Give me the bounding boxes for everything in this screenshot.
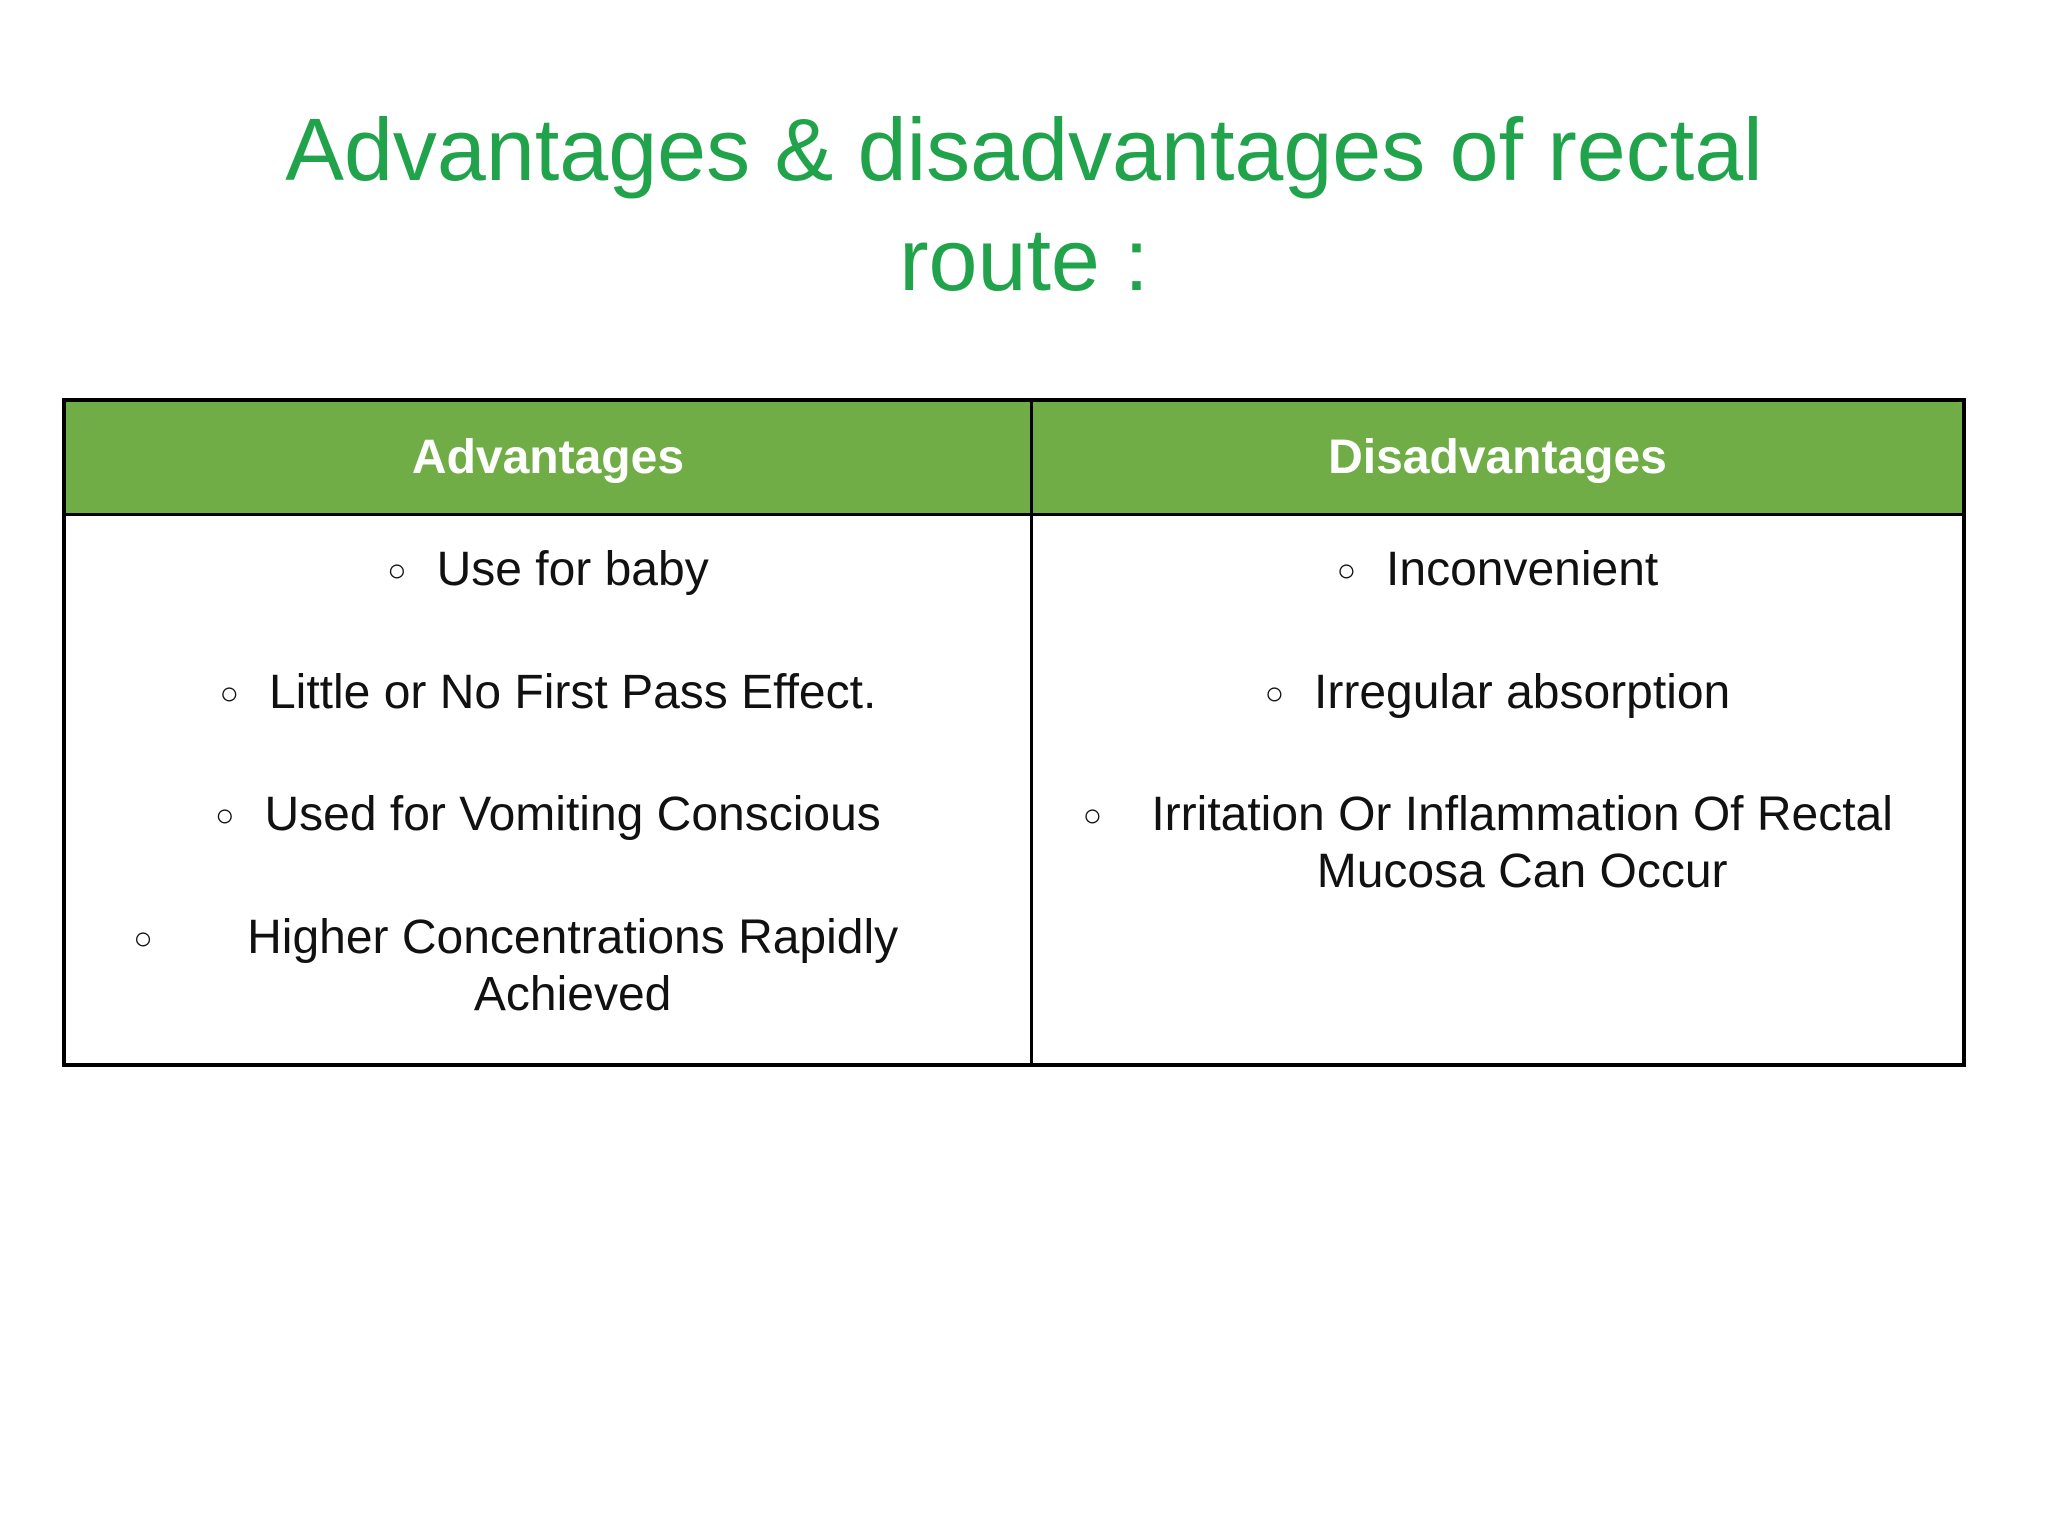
circle-bullet-icon: ○	[133, 919, 153, 956]
disadvantages-column-header: Disadvantages	[1032, 402, 1962, 516]
list-item: ○ Irritation Or Inflammation Of Rectal M…	[1041, 787, 1954, 900]
list-item: ○ Irregular absorption	[1041, 665, 1954, 722]
list-item-text: Inconvenient	[1386, 543, 1659, 596]
list-item-text: Irritation Or Inflammation Of Rectal Muc…	[1151, 788, 1893, 898]
circle-bullet-icon: ○	[1336, 552, 1357, 588]
circle-bullet-icon: ○	[1264, 674, 1285, 711]
list-item: ○ Used for Vomiting Conscious	[74, 787, 1022, 844]
table-header-row: Advantages Disadvantages	[66, 402, 1962, 516]
advantages-disadvantages-table: Advantages Disadvantages ○ Use for baby …	[62, 398, 1966, 1068]
circle-bullet-icon: ○	[1082, 797, 1103, 834]
circle-bullet-icon: ○	[219, 674, 239, 711]
circle-bullet-icon: ○	[387, 552, 407, 588]
list-item-text: Used for Vomiting Conscious	[264, 788, 881, 842]
list-item: ○ Inconvenient	[1041, 542, 1954, 599]
advantages-column-header: Advantages	[66, 402, 1033, 516]
list-item-text: Little or No First Pass Effect.	[268, 665, 877, 719]
list-item-text: Higher Concentrations Rapidly Achieved	[247, 910, 899, 1021]
list-item: ○ Higher Concentrations Rapidly Achieved	[74, 910, 1022, 1023]
disadvantages-cell: ○ Inconvenient ○ Irregular absorption ○ …	[1033, 516, 1962, 1063]
title-line-1: Advantages & disadvantages of rectal	[285, 100, 1763, 199]
list-item: ○ Use for baby	[74, 542, 1022, 599]
title-line-2: route :	[899, 210, 1149, 309]
list-item: ○ Little or No First Pass Effect.	[74, 665, 1022, 722]
list-item-text: Use for baby	[436, 543, 709, 596]
table-body-row: ○ Use for baby ○ Little or No First Pass…	[66, 516, 1962, 1064]
list-item-text: Irregular absorption	[1314, 665, 1731, 719]
circle-bullet-icon: ○	[215, 797, 235, 834]
advantages-cell: ○ Use for baby ○ Little or No First Pass…	[66, 516, 1033, 1064]
page-title: Advantages & disadvantages of rectal rou…	[0, 0, 2048, 315]
